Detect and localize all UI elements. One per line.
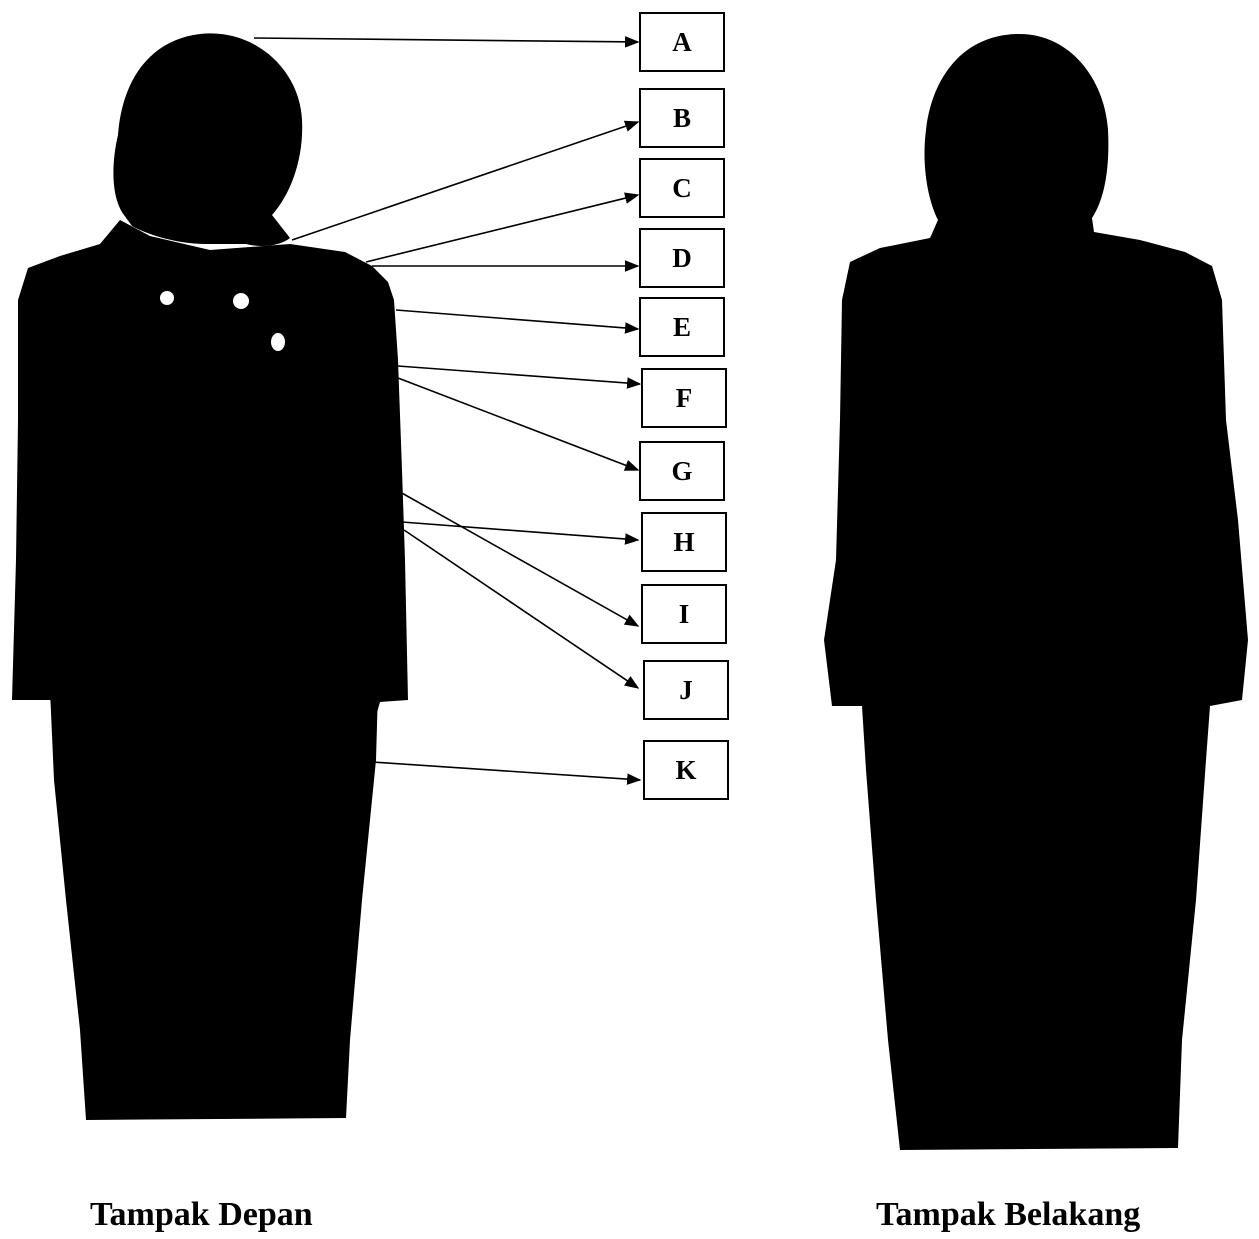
label-box-j: J [643, 660, 729, 720]
leader-line-a [254, 38, 638, 42]
leader-line-g [398, 378, 638, 470]
label-box-i: I [641, 584, 727, 644]
label-box-h: H [641, 512, 727, 572]
front-silhouette [12, 33, 408, 1120]
leader-line-e [396, 310, 638, 329]
back-silhouette [824, 34, 1248, 1150]
label-box-b: B [639, 88, 725, 148]
label-box-d: D [639, 228, 725, 288]
label-box-g: G [639, 441, 725, 501]
leader-line-f [398, 366, 640, 384]
label-box-k: K [643, 740, 729, 800]
leader-line-c [366, 195, 638, 262]
caption-back-view: Tampak Belakang [876, 1196, 1140, 1234]
label-box-f: F [641, 368, 727, 428]
label-box-e: E [639, 297, 725, 357]
leader-line-i [400, 492, 638, 626]
caption-front-view: Tampak Depan [90, 1196, 313, 1234]
leader-line-k [372, 762, 640, 780]
leader-line-b [292, 122, 638, 240]
label-box-a: A [639, 12, 725, 72]
leader-line-j [404, 530, 638, 688]
leader-line-h [402, 522, 638, 540]
label-box-c: C [639, 158, 725, 218]
